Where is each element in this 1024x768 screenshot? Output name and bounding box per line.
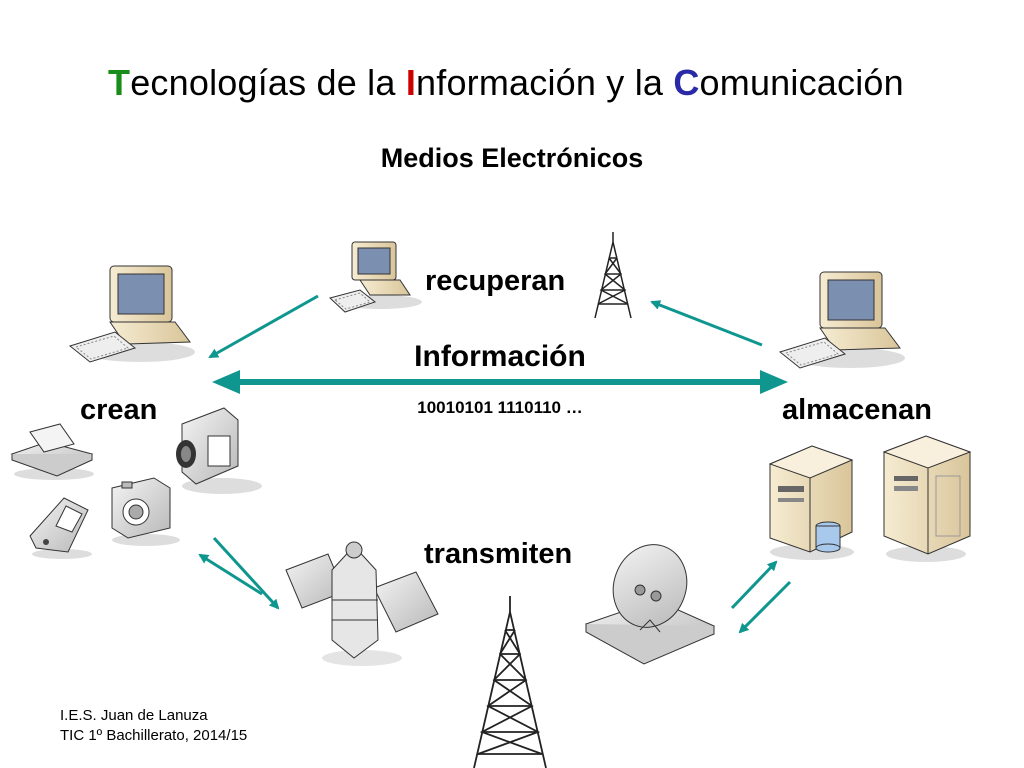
radio-tower-icon bbox=[473, 596, 547, 768]
label-recuperan: recuperan bbox=[425, 265, 566, 297]
label-transmiten: transmiten bbox=[424, 538, 573, 570]
satellite-icon bbox=[285, 541, 439, 666]
title-initial: T bbox=[108, 62, 131, 103]
radio-tower-icon bbox=[594, 232, 632, 319]
footer-course: TIC 1º Bachillerato, 2014/15 bbox=[60, 727, 248, 744]
binary-data-text: 10010101 1110110 … bbox=[417, 398, 583, 417]
computer-icon bbox=[68, 265, 195, 363]
footer: I.E.S. Juan de Lanuza TIC 1º Bachillerat… bbox=[60, 706, 247, 746]
title-text: ecnologías de la bbox=[130, 62, 406, 103]
computer-icon bbox=[778, 271, 905, 369]
video-camera-icon bbox=[176, 407, 262, 494]
title-text: nformación y la bbox=[416, 62, 674, 103]
title-initial: I bbox=[405, 62, 417, 103]
server-icon bbox=[768, 445, 854, 560]
satellite-dish-icon bbox=[584, 544, 716, 665]
slide-subtitle: Medios Electrónicos bbox=[380, 143, 644, 173]
label-crean: crean bbox=[80, 394, 158, 426]
camera-icon bbox=[111, 477, 180, 546]
flow-arrows bbox=[198, 294, 792, 634]
title-initial: C bbox=[673, 62, 700, 103]
title-text: omunicación bbox=[699, 62, 904, 103]
footer-school: I.E.S. Juan de Lanuza bbox=[60, 707, 208, 724]
label-almacenan: almacenan bbox=[782, 394, 932, 426]
label-informacion: Información bbox=[414, 340, 586, 373]
scanner-icon bbox=[10, 423, 94, 480]
computer-icon bbox=[328, 241, 422, 313]
slide-title: Tecnologías de la Información y la Comun… bbox=[108, 62, 1008, 104]
cell-phone-icon bbox=[29, 497, 92, 559]
information-double-arrow bbox=[212, 370, 788, 394]
server-icon bbox=[882, 435, 972, 562]
